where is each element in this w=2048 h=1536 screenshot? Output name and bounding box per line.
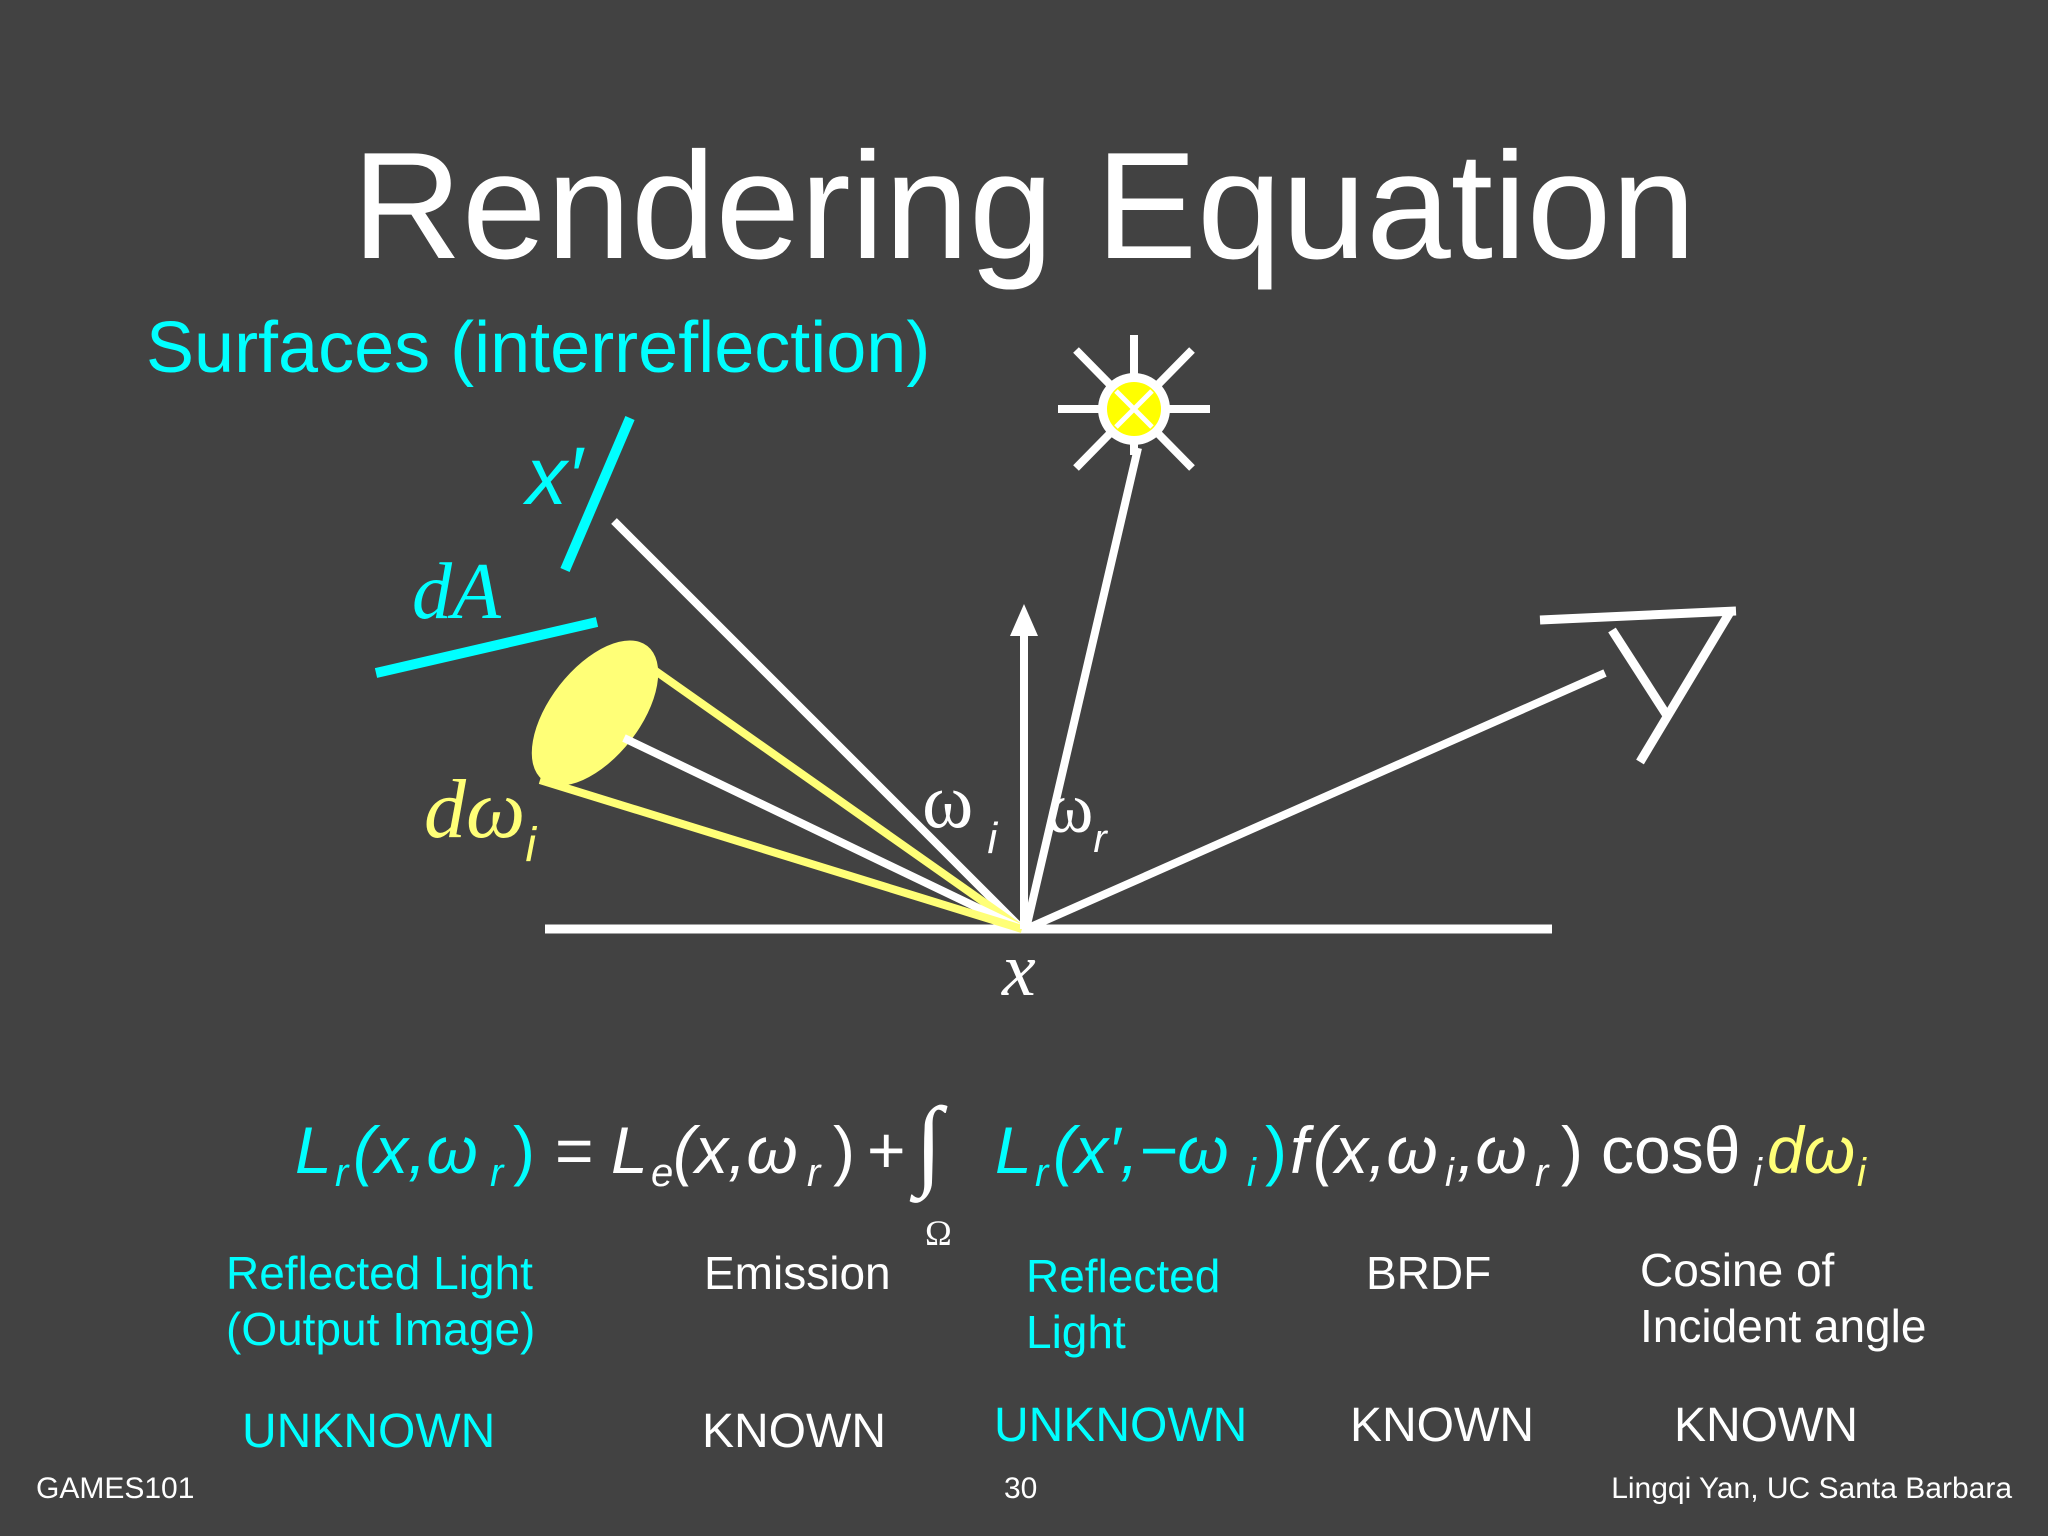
eq-Le: L bbox=[611, 1113, 648, 1187]
eq-Lr2-args: (x′,−ω bbox=[1053, 1113, 1229, 1187]
eq-f-sub-r: r bbox=[1535, 1151, 1549, 1195]
term-4-line-1: BRDF bbox=[1366, 1247, 1492, 1299]
x-prime-label: x′ bbox=[526, 431, 583, 522]
slide-subtitle: Surfaces (interreflection) bbox=[146, 308, 931, 388]
d-omega-subscript: i bbox=[525, 819, 536, 872]
eq-Lr2-sub: r bbox=[1035, 1151, 1049, 1195]
cone-center-ray bbox=[622, 734, 1024, 933]
eq-Le-close: ) bbox=[833, 1113, 855, 1187]
cone-edge-lower bbox=[538, 776, 1024, 933]
term-3-line-2: Light bbox=[1026, 1306, 1126, 1358]
term-5-line-2: Incident angle bbox=[1640, 1300, 1927, 1352]
status-unknown-2: UNKNOWN bbox=[994, 1399, 1248, 1452]
eye-icon bbox=[1539, 606, 1737, 765]
footer-left: GAMES101 bbox=[36, 1472, 195, 1505]
incident-ray bbox=[611, 518, 1025, 932]
term-emission: Emission bbox=[704, 1245, 891, 1301]
omega-r-text: ω bbox=[1046, 768, 1094, 848]
eq-plus: + bbox=[867, 1113, 906, 1187]
eq-Lr2: L bbox=[995, 1113, 1032, 1187]
term-5-line-1: Cosine of bbox=[1640, 1244, 1835, 1296]
omega-r-subscript: r bbox=[1093, 817, 1107, 861]
omega-i-subscript: i bbox=[987, 814, 998, 863]
status-known-3: KNOWN bbox=[1674, 1399, 1858, 1452]
term-3-line-1: Reflected bbox=[1026, 1250, 1221, 1302]
reflected-ray bbox=[1024, 669, 1607, 933]
solid-angle-ellipse bbox=[531, 640, 659, 786]
dA-label: dA bbox=[412, 548, 501, 636]
slide-title: Rendering Equation bbox=[352, 121, 1696, 291]
term-cosine: Cosine of Incident angle bbox=[1640, 1242, 1926, 1354]
sun-icon bbox=[1058, 335, 1210, 471]
light-ray bbox=[1022, 447, 1142, 930]
eq-lhs-args: (x,ω bbox=[353, 1113, 478, 1187]
eq-Lr2-close: ) bbox=[1265, 1113, 1287, 1187]
eq-f-comma: ,ω bbox=[1457, 1113, 1527, 1187]
eq-Lr2-sub-i: i bbox=[1247, 1151, 1256, 1195]
eq-Lr: L bbox=[295, 1113, 332, 1187]
cone-edge-upper bbox=[637, 656, 1025, 933]
eq-f-sub-i: i bbox=[1445, 1151, 1454, 1195]
eq-lhs-close: ) bbox=[513, 1113, 535, 1187]
eq-Le-args: (x,ω bbox=[673, 1113, 798, 1187]
eq-domega: dω bbox=[1767, 1113, 1856, 1187]
eq-cos-sub: i bbox=[1753, 1151, 1762, 1195]
term-reflected-light-output: Reflected Light (Output Image) bbox=[226, 1245, 535, 1357]
eq-f-close: ) bbox=[1561, 1113, 1583, 1187]
term-1-line-1: Reflected Light bbox=[226, 1247, 533, 1299]
term-1-line-2: (Output Image) bbox=[226, 1303, 536, 1355]
status-known-1: KNOWN bbox=[702, 1405, 886, 1458]
eq-cos: cosθ bbox=[1601, 1113, 1741, 1187]
d-omega-label: dωi bbox=[424, 768, 536, 870]
eq-domega-sub: i bbox=[1857, 1151, 1866, 1195]
normal-arrow-icon bbox=[1010, 604, 1038, 636]
x-point-label: x bbox=[1002, 928, 1036, 1012]
footer-page-number: 30 bbox=[1004, 1472, 1038, 1505]
omega-r-label: ωr bbox=[1046, 772, 1107, 859]
eq-lhs-sub: r bbox=[490, 1151, 504, 1195]
term-reflected-light: Reflected Light bbox=[1026, 1248, 1220, 1360]
term-brdf: BRDF bbox=[1366, 1245, 1491, 1301]
eq-Le-sub: e bbox=[651, 1151, 674, 1195]
eq-omega-domain: Ω bbox=[925, 1213, 952, 1253]
eq-f: f bbox=[1290, 1113, 1309, 1187]
eq-Lr-sub: r bbox=[335, 1151, 349, 1195]
dA-patch bbox=[374, 617, 599, 678]
eq-integral: ∫ bbox=[915, 1087, 943, 1198]
d-omega-text: dω bbox=[424, 763, 526, 856]
eq-Le-sub-r: r bbox=[807, 1151, 821, 1195]
footer-right: Lingqi Yan, UC Santa Barbara bbox=[1611, 1472, 2012, 1505]
status-unknown-1: UNKNOWN bbox=[242, 1405, 496, 1458]
eq-equals: = bbox=[555, 1113, 594, 1187]
eq-f-args: (x,ω bbox=[1313, 1113, 1438, 1187]
status-known-2: KNOWN bbox=[1350, 1399, 1534, 1452]
x-prime-surface bbox=[560, 416, 635, 572]
omega-i-text: ω bbox=[922, 757, 974, 844]
term-2-line-1: Emission bbox=[704, 1247, 891, 1299]
